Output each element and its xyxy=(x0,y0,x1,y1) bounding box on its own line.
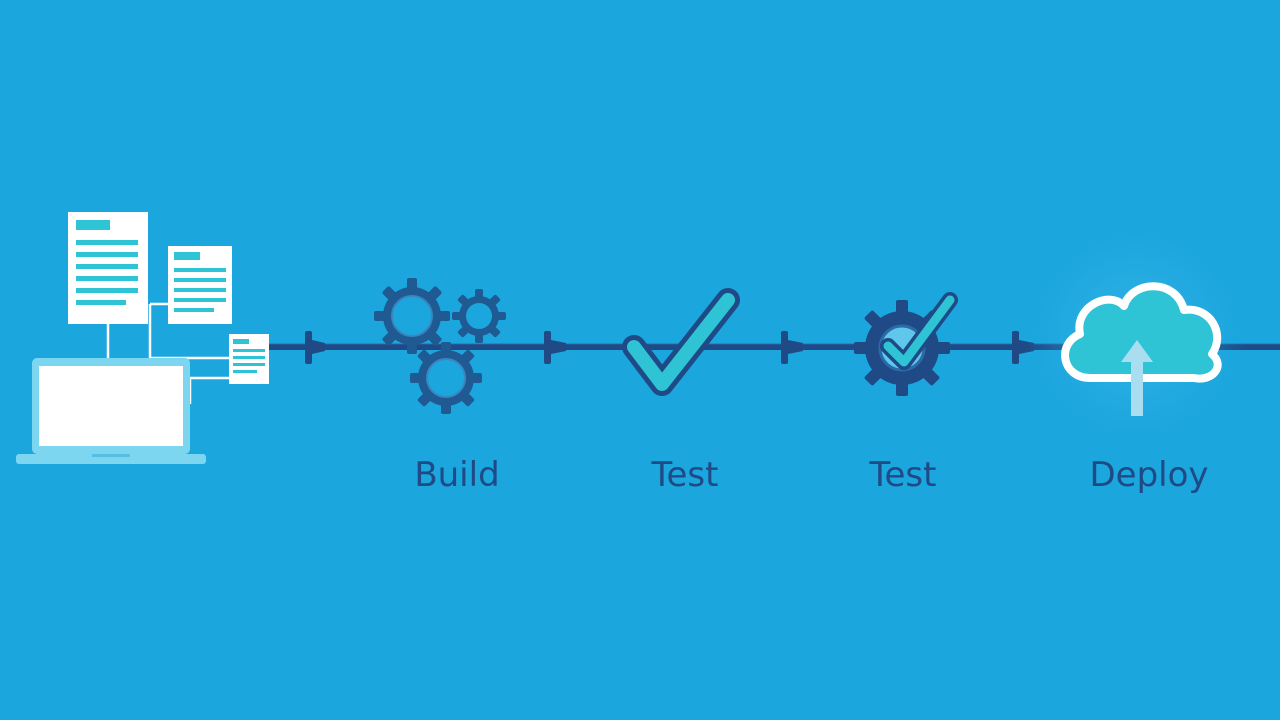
document-icon xyxy=(168,246,232,324)
document-icon xyxy=(229,334,269,384)
cloud-upload-icon xyxy=(1024,222,1248,446)
stage-label-build: Build xyxy=(414,455,500,495)
checkmark-icon xyxy=(622,288,740,396)
pipeline-joint xyxy=(544,331,566,364)
pipeline-joint xyxy=(781,331,803,364)
pipeline-joint xyxy=(305,331,325,364)
stage-label-test-2: Test xyxy=(869,455,937,495)
gear-icon xyxy=(452,289,506,343)
stage-label-deploy: Deploy xyxy=(1089,455,1209,495)
stage-label-test-1: Test xyxy=(651,455,719,495)
upload-arrow-icon xyxy=(1121,340,1153,416)
document-icon xyxy=(68,212,148,324)
gear-icon xyxy=(410,342,482,414)
gear-check-icon xyxy=(854,292,958,396)
laptop-icon xyxy=(16,358,206,464)
laptop-documents-icon xyxy=(16,212,269,464)
gear-icon xyxy=(374,278,450,354)
gears-icon xyxy=(374,278,506,414)
